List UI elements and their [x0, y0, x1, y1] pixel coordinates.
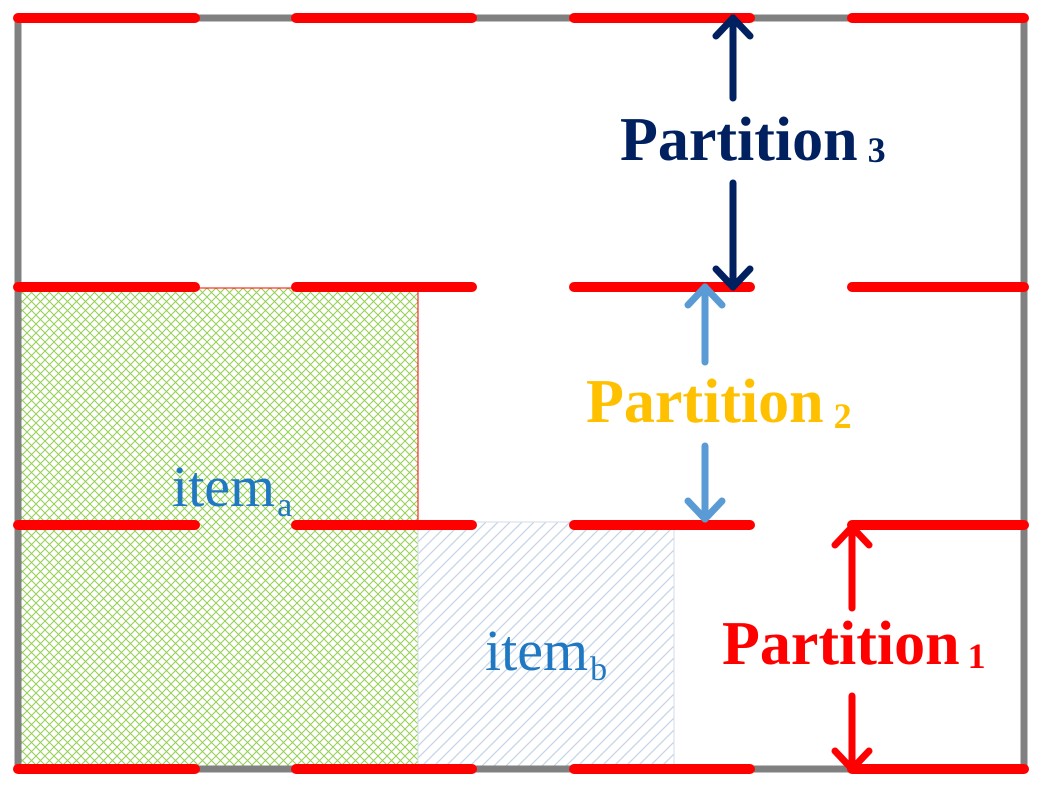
- item-b-box: [417, 521, 675, 769]
- container-frame: [14, 14, 1028, 773]
- item-a-label: itema: [172, 454, 292, 524]
- partition-2-arrow-up: [684, 283, 726, 366]
- partition-3-arrow-up: [712, 14, 754, 102]
- partition-1-arrow-down: [831, 692, 873, 773]
- partition-2-arrow-down: [684, 442, 726, 523]
- partition-1-arrow-up: [831, 523, 873, 612]
- item-b-label: itemb: [485, 618, 607, 688]
- partition-3-arrow-down: [712, 179, 754, 291]
